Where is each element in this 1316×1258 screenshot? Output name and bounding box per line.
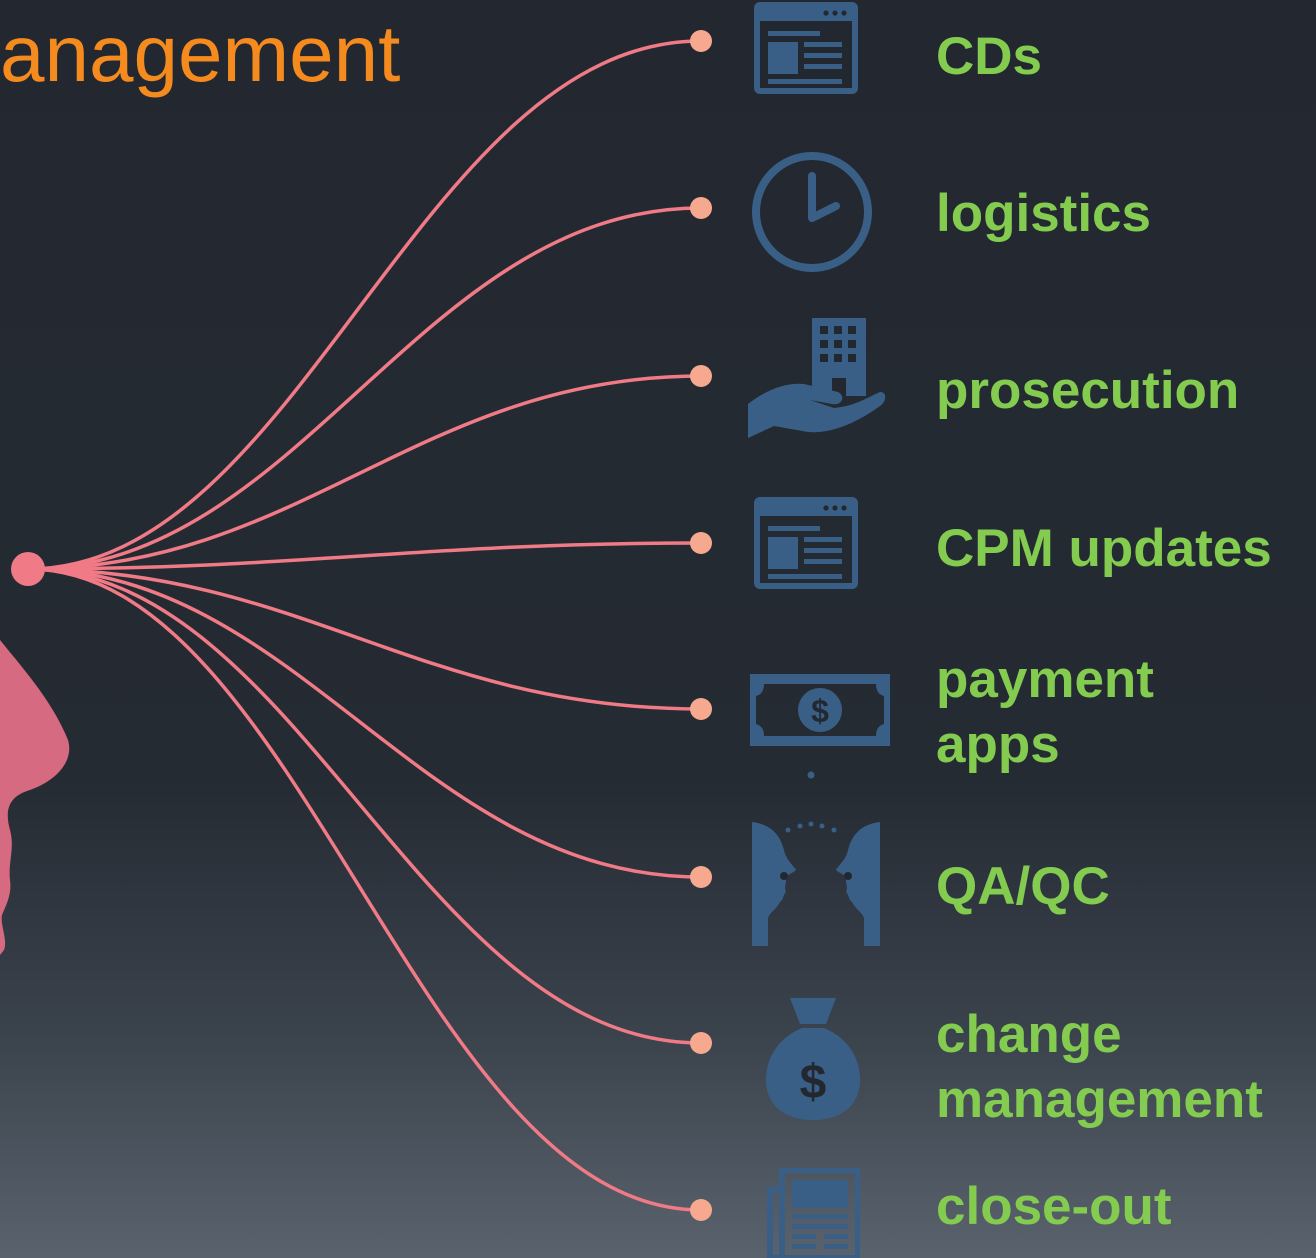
clock-icon — [752, 152, 872, 272]
money-bag-icon: $ — [766, 998, 860, 1120]
newspaper-icon — [767, 1168, 860, 1258]
label-qa-qc: QA/QC — [936, 857, 1110, 916]
connector-endpoint — [690, 866, 712, 888]
connector-line — [27, 206, 702, 571]
connector-endpoints — [690, 30, 712, 1221]
connector-endpoint — [690, 30, 712, 52]
label-cds: CDs — [936, 27, 1043, 86]
label-change-management: change management — [936, 1005, 1263, 1130]
browser-window-icon — [754, 2, 858, 94]
label-prosecution: prosecution — [936, 361, 1240, 420]
connector-line — [27, 541, 702, 571]
label-logistics: logistics — [936, 184, 1152, 243]
label-close-out: close-out — [936, 1177, 1172, 1236]
hub-node — [11, 552, 45, 586]
head-silhouette — [0, 640, 70, 955]
connector-endpoint — [690, 197, 712, 219]
connector-endpoint — [690, 532, 712, 554]
svg-text:$: $ — [800, 1056, 827, 1109]
browser-window-icon — [754, 497, 858, 589]
connector-line — [27, 567, 702, 879]
label-cpm-updates: CPM updates — [936, 519, 1272, 578]
connector-line — [27, 567, 702, 1045]
two-faces-icon — [752, 771, 880, 946]
connector-line — [27, 567, 702, 711]
svg-text:$: $ — [811, 693, 829, 729]
dollar-bill-icon: $ — [750, 674, 890, 746]
connector-endpoint — [690, 365, 712, 387]
hand-building-icon — [748, 318, 886, 438]
connector-line — [27, 39, 702, 571]
page-title: anagement — [0, 9, 401, 98]
connector-line — [27, 374, 702, 571]
connector-endpoint — [690, 698, 712, 720]
label-payment-apps: payment apps — [936, 650, 1154, 775]
connector-lines — [27, 39, 702, 1212]
connector-endpoint — [690, 1199, 712, 1221]
connector-endpoint — [690, 1032, 712, 1054]
connector-line — [27, 567, 702, 1212]
